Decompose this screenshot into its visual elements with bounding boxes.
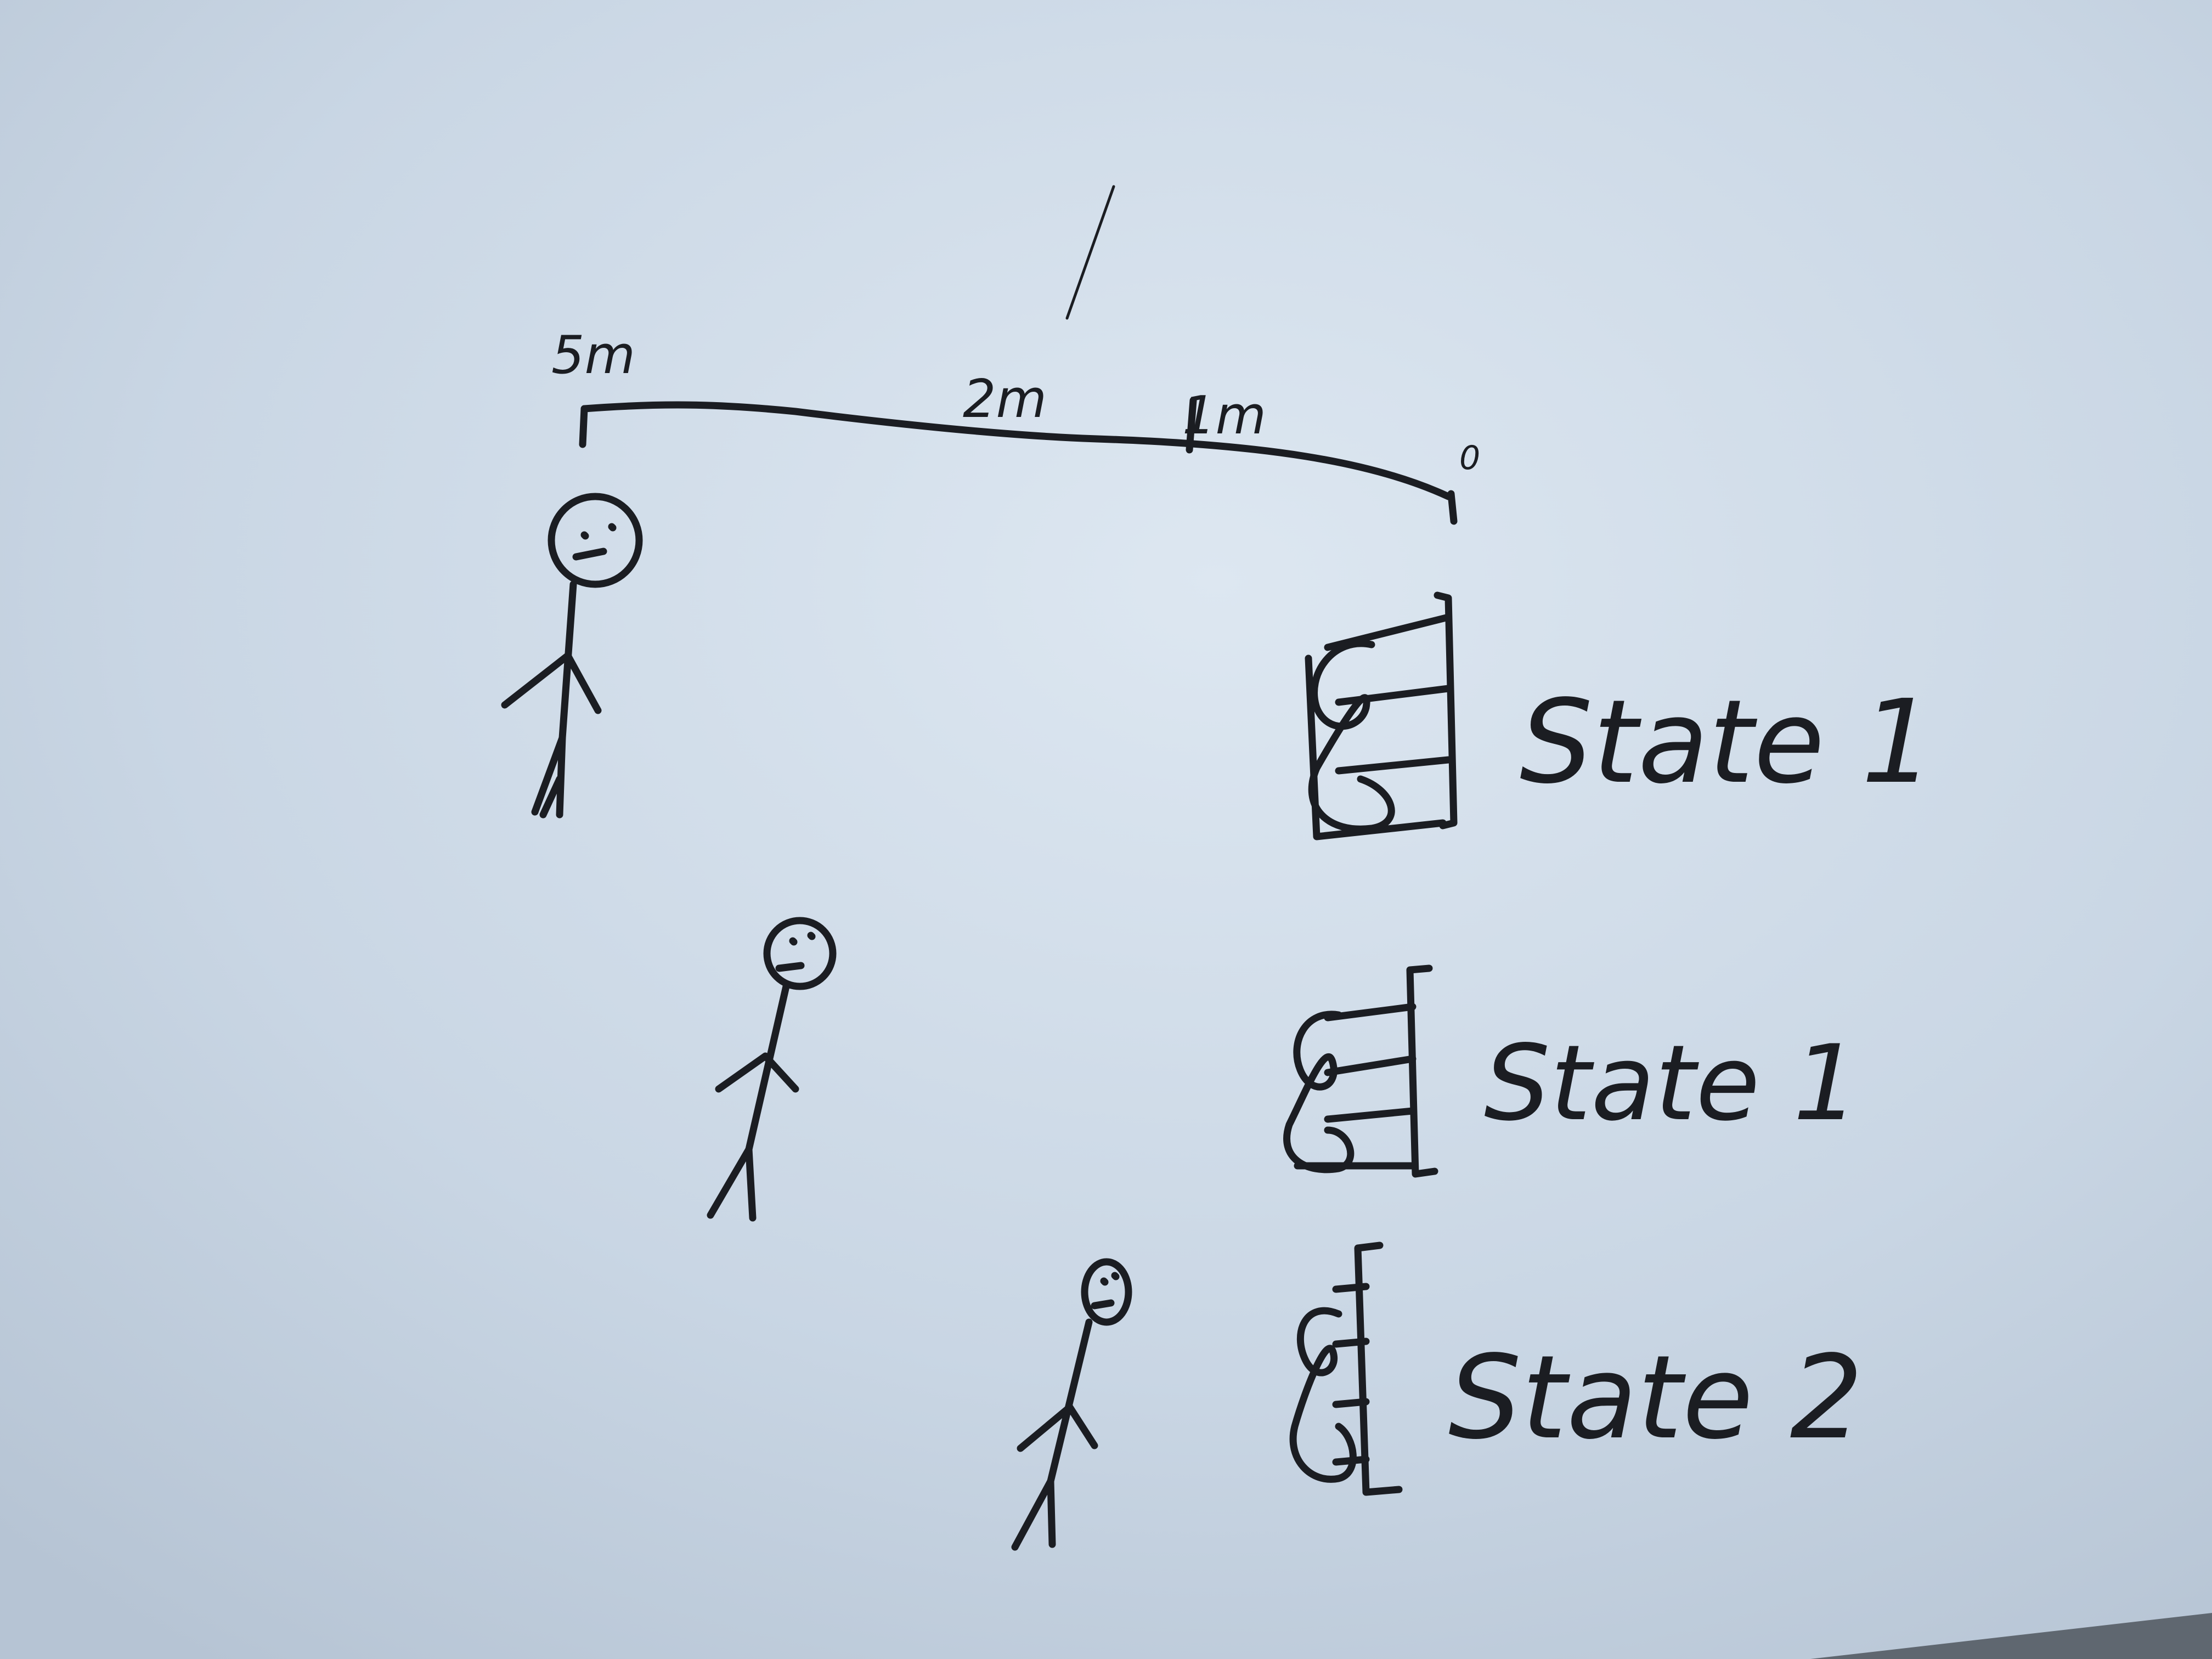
eyes <box>580 523 617 540</box>
state-label-3: State 2 <box>1448 1330 1863 1465</box>
body <box>1047 1318 1093 1485</box>
device-frame <box>1406 964 1438 1178</box>
mouth <box>572 548 607 561</box>
device-coil <box>1283 1011 1355 1173</box>
scale-tick-0 <box>1447 490 1458 525</box>
legs <box>531 734 566 819</box>
device-frame <box>1434 591 1458 830</box>
mouth <box>775 962 805 972</box>
device-frame <box>1354 1242 1403 1496</box>
table-edge <box>1810 1613 2212 1659</box>
legs <box>707 1146 757 1222</box>
scale-label-1m: 1m <box>1182 386 1266 446</box>
arms <box>1017 1403 1098 1452</box>
state-label-2: State 1 <box>1484 1023 1859 1144</box>
legs <box>1011 1477 1056 1551</box>
arms <box>715 1052 799 1093</box>
stick-person-near <box>1011 1258 1132 1551</box>
device-coil <box>1289 1307 1357 1483</box>
head <box>1081 1258 1132 1326</box>
eyes <box>1100 1272 1120 1286</box>
head <box>548 493 643 588</box>
scale-line <box>580 401 1452 500</box>
device-coil <box>1308 640 1395 833</box>
stray-pen-mark <box>1065 185 1115 320</box>
arms <box>501 652 602 714</box>
stick-person-far <box>501 493 643 819</box>
scale-label-5m: 5m <box>551 325 635 386</box>
scale-label-0: 0 <box>1459 439 1480 477</box>
scale-tick-5m <box>579 405 588 448</box>
mouth <box>1091 1299 1115 1310</box>
state-label-1: State 1 <box>1520 675 1934 809</box>
scale-tick-1m <box>1186 397 1197 454</box>
device-drawing-2 <box>1283 964 1438 1178</box>
device-shelves <box>1332 1283 1370 1466</box>
distance-scale <box>579 397 1458 525</box>
head <box>763 917 837 990</box>
stick-person-middle <box>707 917 837 1222</box>
eyes <box>789 932 816 946</box>
device-drawing-3 <box>1289 1242 1403 1496</box>
device-drawing-1 <box>1305 591 1458 840</box>
scale-label-2m: 2m <box>963 369 1047 430</box>
body <box>745 983 790 1153</box>
device-back <box>1305 654 1447 840</box>
